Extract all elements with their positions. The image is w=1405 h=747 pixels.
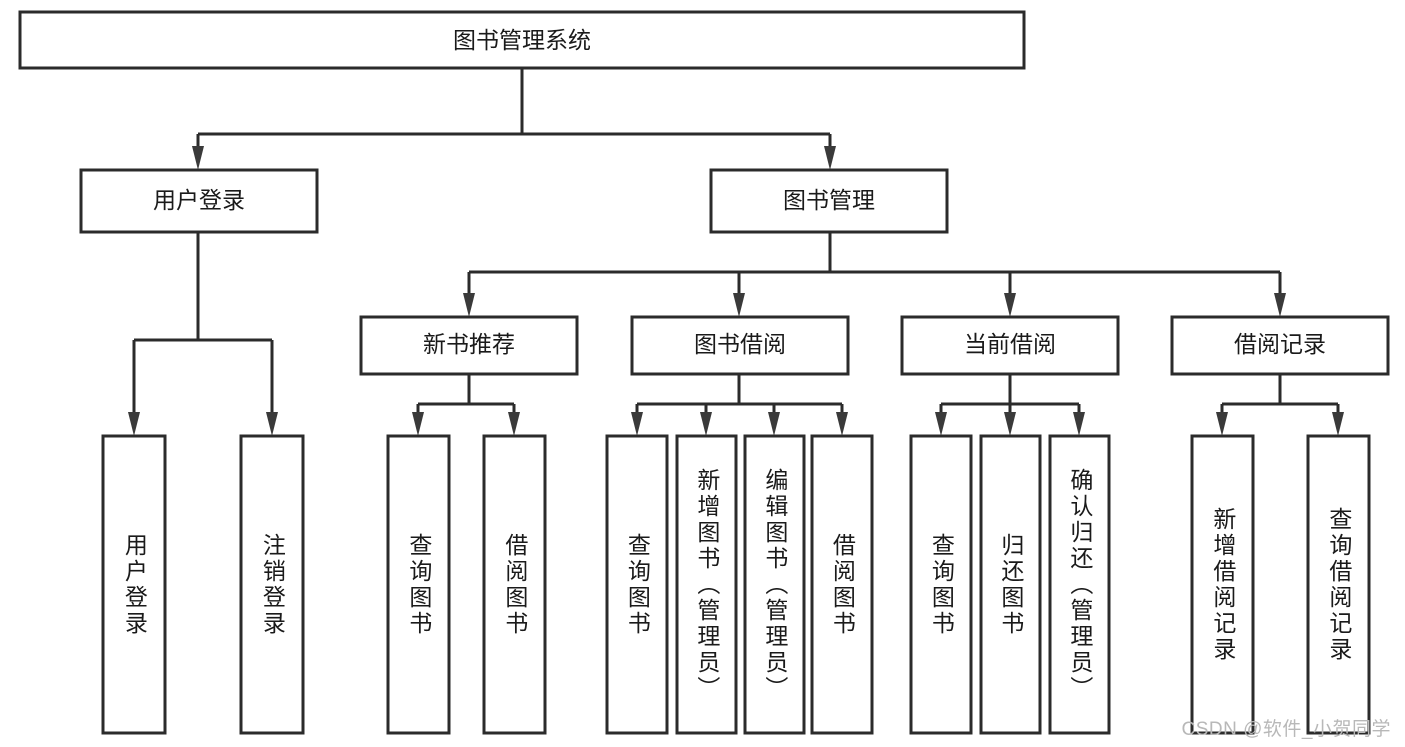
node-box-book-manage[interactable] bbox=[709, 168, 949, 234]
node-box-book-borrow[interactable] bbox=[630, 315, 850, 376]
node-label-book-manage: 图书管理 bbox=[783, 187, 875, 213]
node-label-user-login: 用户登录 bbox=[153, 187, 245, 213]
arrow-head-leaf-rec-add bbox=[1216, 412, 1228, 436]
arrow-head-leaf-borrow-edit bbox=[768, 412, 780, 436]
csdn-watermark: CSDN @软件_小贺同学 bbox=[1181, 719, 1391, 740]
node-box-leaf-borrow-query[interactable] bbox=[605, 434, 669, 735]
arrow-head-leaf-cur-return bbox=[1004, 412, 1016, 436]
node-box-leaf-cur-return[interactable] bbox=[979, 434, 1042, 735]
node-box-leaf-rec-query[interactable] bbox=[386, 434, 451, 735]
arrow-head-user-login bbox=[192, 146, 204, 170]
node-box-borrow-record[interactable] bbox=[1170, 315, 1390, 376]
node-box-leaf-borrow-add[interactable] bbox=[675, 434, 738, 735]
arrow-head-leaf-borrow-query bbox=[631, 412, 643, 436]
node-box-leaf-rec-query2[interactable] bbox=[1306, 434, 1371, 735]
arrow-head-leaf-user-logout bbox=[266, 412, 278, 436]
node-label-new-book-rec: 新书推荐 bbox=[423, 331, 515, 357]
node-label-current-borrow: 当前借阅 bbox=[964, 331, 1056, 357]
arrow-head-current-borrow bbox=[1004, 293, 1016, 317]
node-box-leaf-cur-confirm[interactable] bbox=[1048, 434, 1111, 735]
arrow-head-leaf-borrow-add bbox=[700, 412, 712, 436]
arrow-head-leaf-cur-confirm bbox=[1073, 412, 1085, 436]
arrow-head-new-book-rec bbox=[463, 293, 475, 317]
arrow-head-leaf-rec-borrow bbox=[508, 412, 520, 436]
node-box-leaf-borrow-lend[interactable] bbox=[810, 434, 874, 735]
connectors-layer bbox=[128, 68, 1344, 436]
arrow-head-leaf-rec-query2 bbox=[1332, 412, 1344, 436]
arrow-head-book-borrow bbox=[733, 293, 745, 317]
node-box-leaf-borrow-edit[interactable] bbox=[743, 434, 806, 735]
arrow-head-leaf-borrow-lend bbox=[836, 412, 848, 436]
node-box-user-login[interactable] bbox=[79, 168, 319, 234]
node-box-root[interactable] bbox=[18, 10, 1026, 70]
node-box-new-book-rec[interactable] bbox=[359, 315, 579, 376]
node-box-leaf-rec-add[interactable] bbox=[1190, 434, 1255, 735]
node-box-current-borrow[interactable] bbox=[900, 315, 1120, 376]
node-box-leaf-user-login[interactable] bbox=[101, 434, 167, 735]
arrow-head-book-manage bbox=[824, 146, 836, 170]
arrow-head-leaf-cur-query bbox=[935, 412, 947, 436]
node-box-leaf-user-logout[interactable] bbox=[239, 434, 305, 735]
node-box-leaf-rec-borrow[interactable] bbox=[482, 434, 547, 735]
nodes-layer: 图书管理系统 用户登录 图书管理 新书推荐 图书借阅 当前借阅 借阅记录 bbox=[18, 10, 1390, 735]
node-label-root: 图书管理系统 bbox=[453, 27, 591, 53]
node-box-leaf-cur-query[interactable] bbox=[909, 434, 973, 735]
arrow-head-leaf-user-login bbox=[128, 412, 140, 436]
arrow-head-borrow-record bbox=[1274, 293, 1286, 317]
arrow-head-leaf-rec-query bbox=[412, 412, 424, 436]
node-label-book-borrow: 图书借阅 bbox=[694, 331, 786, 357]
node-label-borrow-record: 借阅记录 bbox=[1234, 331, 1326, 357]
